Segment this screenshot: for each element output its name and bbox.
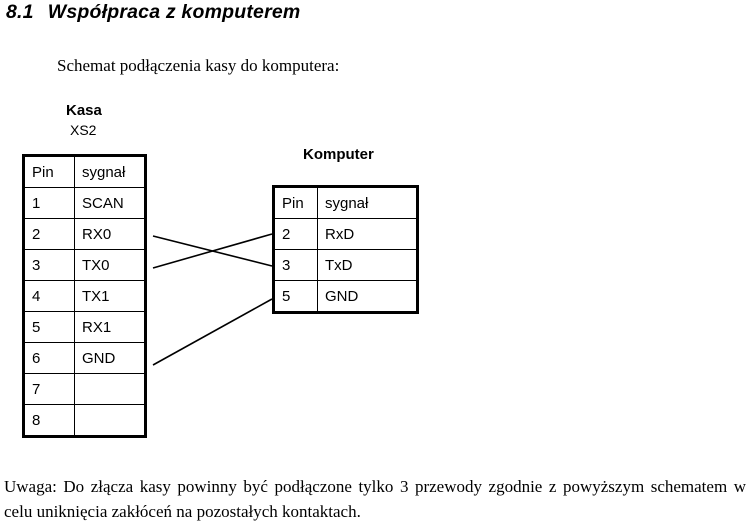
kasa-table-caption: Kasa <box>66 102 102 119</box>
kasa-signal-cell <box>74 373 146 405</box>
table-row: 5 RX1 <box>23 311 146 343</box>
table-row: 2 RX0 <box>23 218 146 250</box>
section-title-text: Współpraca z komputerem <box>47 1 301 23</box>
kasa-connector-label: XS2 <box>70 122 97 138</box>
komputer-signal-cell: TxD <box>317 249 418 281</box>
komputer-pin-cell: 5 <box>273 280 318 313</box>
kasa-pin-cell: 7 <box>23 373 75 405</box>
kasa-header-pin: Pin <box>23 155 75 188</box>
kasa-pin-cell: 8 <box>23 404 75 437</box>
table-row: 6 GND <box>23 342 146 374</box>
kasa-pin-cell: 5 <box>23 311 75 343</box>
komputer-signal-cell: GND <box>317 280 418 313</box>
footer-note: Uwaga: Do złącza kasy powinny być podłąc… <box>4 477 746 521</box>
table-row: 7 <box>23 373 146 405</box>
kasa-signal-cell: SCAN <box>74 187 146 219</box>
komputer-table-caption: Komputer <box>303 146 374 163</box>
kasa-signal-cell: RX0 <box>74 218 146 250</box>
kasa-signal-cell <box>74 404 146 437</box>
wire-gnd-to-gnd <box>152 298 273 366</box>
table-row: 5 GND <box>273 280 418 313</box>
komputer-header-signal: sygnał <box>317 186 418 219</box>
table-row: 3 TxD <box>273 249 418 281</box>
komputer-header-pin: Pin <box>273 186 318 219</box>
kasa-signal-cell: TX0 <box>74 249 146 281</box>
table-row: 3 TX0 <box>23 249 146 281</box>
kasa-pin-cell: 3 <box>23 249 75 281</box>
kasa-pin-cell: 4 <box>23 280 75 312</box>
page-title: 8.1 Współpraca z komputerem <box>6 1 300 24</box>
kasa-header-signal: sygnał <box>74 155 146 188</box>
kasa-pin-cell: 6 <box>23 342 75 374</box>
wire-tx0-to-rxd <box>152 233 273 269</box>
intro-paragraph: Schemat podłączenia kasy do komputera: <box>57 56 340 75</box>
table-header-row: Pin sygnał <box>273 186 418 219</box>
komputer-signal-cell: RxD <box>317 218 418 250</box>
komputer-pin-cell: 2 <box>273 218 318 250</box>
wire-rx0-to-txd <box>152 235 273 267</box>
kasa-pin-cell: 2 <box>23 218 75 250</box>
table-row: 8 <box>23 404 146 437</box>
table-row: 1 SCAN <box>23 187 146 219</box>
komputer-pin-table: Pin sygnał 2 RxD 3 TxD 5 GND <box>272 185 419 314</box>
section-number: 8.1 <box>6 1 34 23</box>
kasa-signal-cell: RX1 <box>74 311 146 343</box>
kasa-signal-cell: TX1 <box>74 280 146 312</box>
table-row: 2 RxD <box>273 218 418 250</box>
kasa-signal-cell: GND <box>74 342 146 374</box>
kasa-pin-cell: 1 <box>23 187 75 219</box>
table-row: 4 TX1 <box>23 280 146 312</box>
kasa-pin-table: Pin sygnał 1 SCAN 2 RX0 3 TX0 4 TX1 5 RX… <box>22 154 147 438</box>
table-header-row: Pin sygnał <box>23 155 146 188</box>
komputer-pin-cell: 3 <box>273 249 318 281</box>
